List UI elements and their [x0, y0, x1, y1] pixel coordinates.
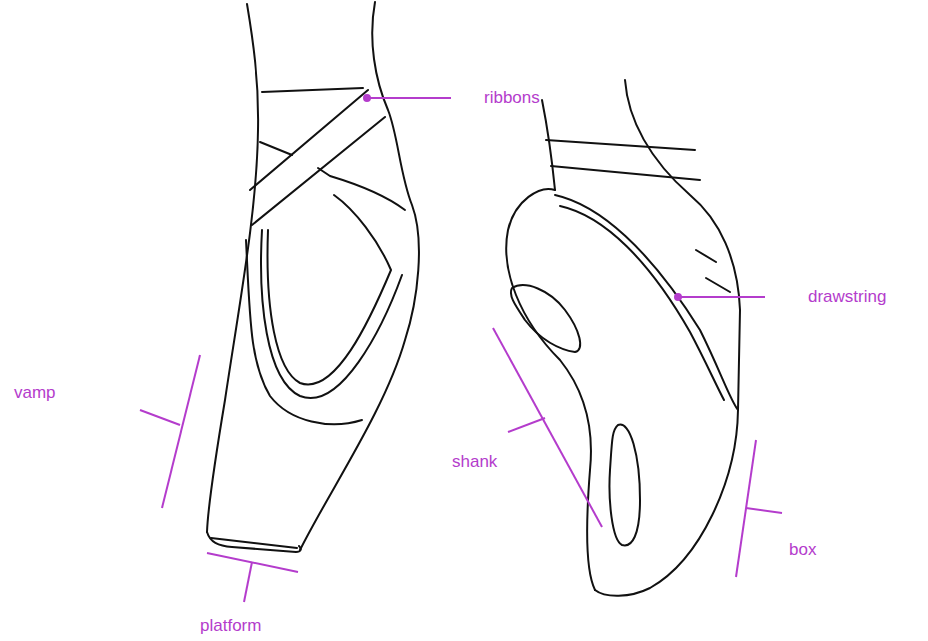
bracket-line	[162, 355, 200, 508]
leader-line	[678, 296, 765, 298]
leader-lines	[140, 95, 782, 602]
part-label: box	[789, 540, 816, 560]
bracket-tick	[140, 410, 180, 425]
part-label: shank	[452, 452, 497, 472]
right-shoe	[506, 80, 740, 596]
bracket-tick	[508, 418, 545, 432]
part-label: platform	[200, 616, 261, 636]
bracket-tick	[746, 508, 782, 513]
bracket-line	[493, 328, 602, 527]
part-label: vamp	[14, 383, 56, 403]
part-label: drawstring	[808, 287, 886, 307]
bracket-tick	[244, 562, 252, 602]
part-label: ribbons	[484, 88, 540, 108]
left-shoe	[207, 2, 419, 552]
leader-line	[367, 97, 451, 99]
